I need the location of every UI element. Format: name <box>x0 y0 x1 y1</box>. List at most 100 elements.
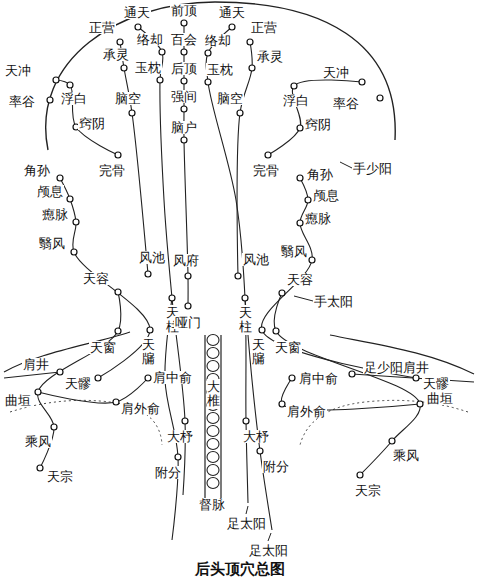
vertebra <box>207 361 219 372</box>
acupoint-label: 翳风 <box>280 245 308 258</box>
acupoint-label: 窍阴 <box>304 118 332 131</box>
acupoint-dot <box>279 401 285 407</box>
acupoint-dot <box>129 110 135 116</box>
acupoint-dot <box>349 371 355 377</box>
acupoint-dot <box>297 175 303 181</box>
acupoint-label: 率谷 <box>8 95 36 108</box>
acupoint-dot <box>377 95 383 101</box>
acupoint-label: 足少阳肩井 <box>363 361 430 374</box>
acupoint-label: 颅息 <box>36 185 64 198</box>
acupoint-label: 正营 <box>250 21 278 34</box>
acupoint-dot <box>115 328 121 334</box>
acupoint-dot <box>159 49 165 55</box>
acupoint-label: 窍阴 <box>78 117 106 130</box>
acupoint-dot <box>237 110 243 116</box>
vertebra <box>207 439 219 450</box>
acupoint-label: 哑门 <box>174 316 202 329</box>
acupoint-label: 玉枕 <box>134 61 162 74</box>
acupoint-dot <box>235 273 241 279</box>
meridian-line <box>4 372 60 378</box>
acupoint-label: 天宗 <box>46 470 74 483</box>
acupoint-label: 脑空 <box>216 92 244 105</box>
acupoint-dot <box>289 375 295 381</box>
acupoint-dot <box>73 219 79 225</box>
acupoint-dot <box>242 295 248 301</box>
acupoint-dot <box>37 465 43 471</box>
acupoint-dot <box>67 82 73 88</box>
acupoint-label: 天髎 <box>422 377 450 390</box>
acupoint-dot <box>279 290 285 296</box>
meridian-line <box>60 178 150 378</box>
acupoint-label: 天宗 <box>354 484 382 497</box>
acupoint-label: 翳风 <box>38 237 66 250</box>
acupoint-label: 足太阳 <box>226 517 267 530</box>
acupoint-dot <box>181 137 187 143</box>
acupoint-label: 角孙 <box>306 168 334 181</box>
acupoint-label: 脑户 <box>170 121 198 134</box>
acupoint-dot <box>169 295 175 301</box>
acupoint-label: 完骨 <box>98 164 126 177</box>
acupoint-label: 风池 <box>242 253 270 266</box>
acupoint-dot <box>117 39 123 45</box>
acupoint-label: 天冲 <box>4 64 32 77</box>
acupoint-dot <box>35 389 41 395</box>
spine-rail <box>220 335 221 500</box>
acupoint-label: 瘛脉 <box>304 212 332 225</box>
acupoint-label: 通天 <box>123 6 151 19</box>
acupoint-label: 肩中俞 <box>298 372 339 385</box>
leader-line <box>294 296 313 301</box>
meridian-line <box>352 374 474 382</box>
leader-lines <box>246 162 352 541</box>
acupoint-dot <box>51 424 57 430</box>
acupoint-label: 络却 <box>204 34 232 47</box>
spine-rail <box>204 335 205 500</box>
leader-line <box>268 533 271 541</box>
meridian-line <box>274 293 420 475</box>
acupoint-label: 风府 <box>172 254 200 267</box>
vertebra <box>207 478 219 489</box>
leader-line <box>246 506 248 514</box>
acupoint-label: 天牖 <box>142 337 155 368</box>
acupoint-label: 乘风 <box>24 435 52 448</box>
acupoint-label: 脑空 <box>114 92 142 105</box>
acupoint-label: 浮白 <box>60 92 88 105</box>
acupoint-label: 肩中俞 <box>152 371 193 384</box>
acupoint-label: 肩外俞 <box>120 402 161 415</box>
head-outline <box>46 2 396 150</box>
acupoint-label: 附分 <box>262 460 290 473</box>
vertebra <box>207 452 219 463</box>
acupoint-label: 天窗 <box>89 341 117 354</box>
acupoint-dot <box>265 152 271 158</box>
acupoint-dot <box>57 369 63 375</box>
acupoint-dot <box>181 78 187 84</box>
acupoint-dot <box>115 289 121 295</box>
acupoint-dot <box>181 106 187 112</box>
leader-line <box>340 162 352 168</box>
acupoint-dot <box>185 273 191 279</box>
acupoint-dot <box>135 24 141 30</box>
acupoint-label: 肩外俞 <box>286 405 327 418</box>
acupoint-dot <box>297 220 303 226</box>
acupoint-dot <box>121 65 127 71</box>
vertebra <box>207 413 219 424</box>
meridian-line <box>268 80 362 155</box>
acupoint-dot <box>417 401 423 407</box>
acupoint-dot <box>157 77 163 83</box>
acupoint-label: 附分 <box>154 466 182 479</box>
meridian-line <box>38 378 148 403</box>
acupoint-label: 颅息 <box>312 189 340 202</box>
acupoint-label: 通天 <box>218 6 246 19</box>
acupoint-label: 手少阳 <box>352 162 393 175</box>
acupoint-label: 天冲 <box>322 66 350 79</box>
acupoint-label: 角孙 <box>23 164 51 177</box>
acupoint-label: 承灵 <box>256 50 284 63</box>
acupoint-label: 大杼 <box>166 430 194 443</box>
acupoint-dot <box>249 65 255 71</box>
acupoint-label: 率谷 <box>332 97 360 110</box>
vertebra <box>207 465 219 476</box>
acupoint-dot <box>185 303 191 309</box>
acupoint-dot <box>291 83 297 89</box>
acupoint-label: 玉枕 <box>206 63 234 76</box>
